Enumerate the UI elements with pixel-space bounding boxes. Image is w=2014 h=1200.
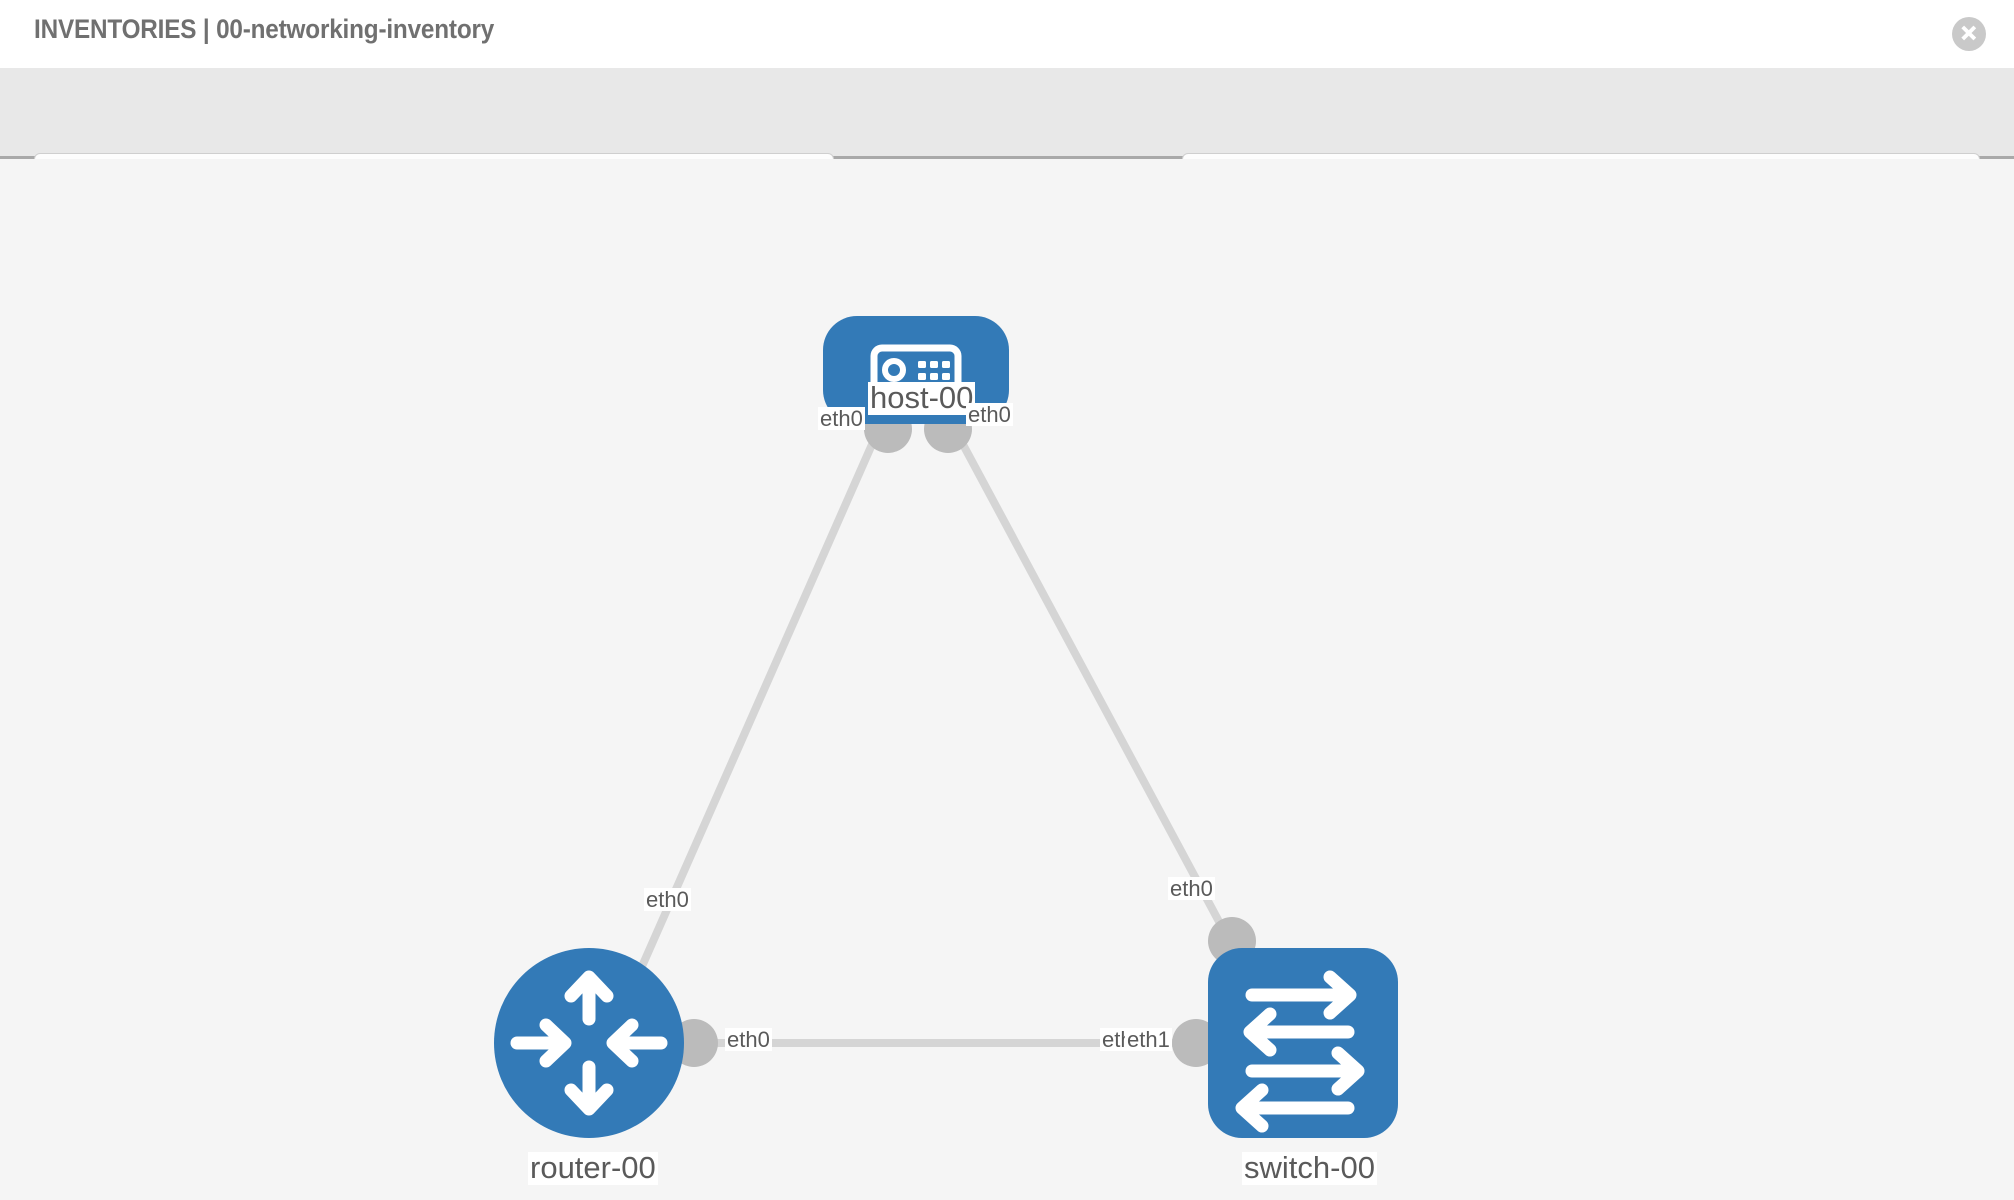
edge-label-switch-up-eth0: eth0 xyxy=(1168,876,1215,901)
edge-label-router-up-eth0: eth0 xyxy=(644,887,691,912)
node-label-host-00: host-00 xyxy=(868,380,976,415)
toolbar: ACTIONS SEARCH xyxy=(0,68,2014,208)
edge-label-switch-left-eth1: eth1 xyxy=(1125,1027,1172,1052)
node-router-00[interactable] xyxy=(494,948,684,1138)
topology-sockets xyxy=(670,405,1256,1067)
topology-graph xyxy=(494,316,1398,1138)
page-title: INVENTORIES | 00-networking-inventory xyxy=(34,14,495,44)
edge-host-router[interactable] xyxy=(606,422,885,1041)
page-header: INVENTORIES | 00-networking-inventory xyxy=(0,0,2014,68)
close-icon[interactable] xyxy=(1952,17,1986,51)
topology-edges xyxy=(606,422,1286,1047)
node-label-router-00: router-00 xyxy=(528,1150,658,1185)
edge-label-router-right-eth0: eth0 xyxy=(725,1027,772,1052)
edge-label-host-right-eth0: eth0 xyxy=(966,402,1013,427)
node-switch-00[interactable] xyxy=(1208,948,1398,1138)
node-label-switch-00: switch-00 xyxy=(1242,1150,1377,1185)
edge-label-host-left-eth0: eth0 xyxy=(818,406,865,431)
topology-canvas[interactable]: eth0 host-00 eth0 eth0 eth0 eth0 eth eth… xyxy=(0,159,2014,1200)
